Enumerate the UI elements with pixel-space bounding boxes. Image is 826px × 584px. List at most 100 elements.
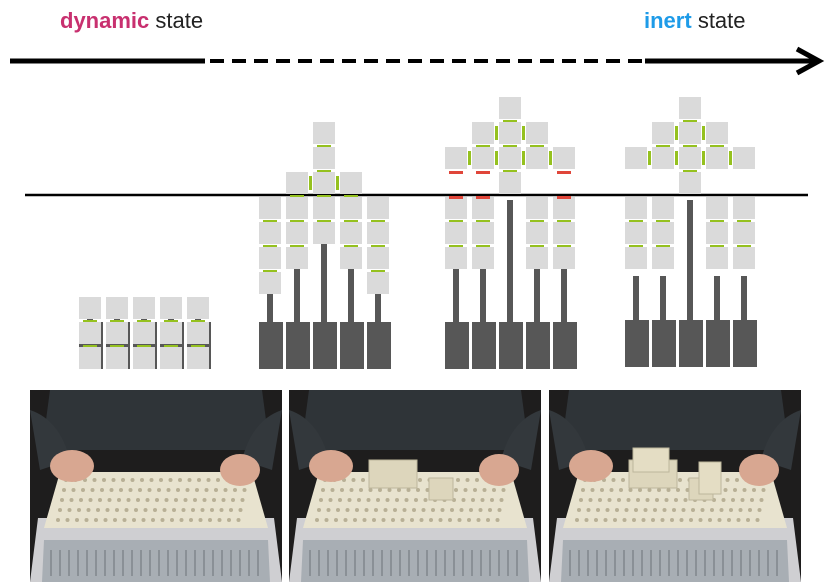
pin-top (176, 488, 180, 492)
grid-cell (187, 347, 209, 369)
pin-top (391, 518, 395, 522)
device-pin (596, 550, 598, 576)
device-pin (740, 550, 742, 576)
vertical-link (683, 145, 697, 147)
device-pin (86, 550, 88, 576)
grid-cell (313, 147, 335, 169)
actuator-block (553, 322, 577, 369)
photo-lifted-block (289, 390, 541, 582)
grid-cell (313, 122, 335, 144)
grid-cell (472, 147, 494, 169)
pin-top (212, 498, 216, 502)
grid-cell (133, 297, 155, 319)
pin-top (162, 508, 167, 512)
device-pin (68, 550, 70, 576)
pin-top (733, 488, 737, 492)
pin-top (584, 518, 589, 522)
pin-top (721, 498, 726, 502)
pin-top (197, 478, 201, 482)
photo-dynamic-flat (30, 390, 282, 582)
pin-top (596, 508, 600, 512)
pin-top (636, 498, 640, 502)
device-pin (167, 550, 169, 576)
grid-cell (526, 122, 548, 144)
horizontal-link (522, 151, 525, 165)
actuator-block (625, 320, 649, 367)
pin-top (145, 498, 150, 502)
pin-top (750, 498, 754, 502)
device-pin (390, 550, 392, 576)
pin-top (676, 488, 680, 492)
inert-keyword: inert (644, 8, 692, 33)
pin-top (65, 518, 70, 522)
vertical-link (164, 320, 178, 322)
pin-top (475, 478, 479, 482)
pin-top (710, 508, 714, 512)
pin-top (208, 518, 212, 522)
pin-top (122, 518, 127, 522)
pin-top (130, 478, 135, 482)
pin-top (385, 498, 390, 502)
dynamic-state-label: dynamic state (60, 8, 203, 34)
pin-top (653, 508, 657, 512)
grid-cell (445, 147, 467, 169)
pin-top (469, 508, 473, 512)
pin-top (698, 518, 703, 522)
pin-top (480, 498, 485, 502)
pin-top (670, 518, 674, 522)
actuator-block (472, 322, 496, 369)
grid-cell (286, 247, 308, 269)
grid-cell (133, 322, 155, 344)
pin-top (366, 498, 371, 502)
grid-cell (706, 122, 728, 144)
pin-top (615, 508, 619, 512)
pin-top (166, 488, 171, 492)
pin-top (588, 498, 593, 502)
pin-top (81, 488, 85, 492)
pin-top (200, 508, 205, 512)
broken-link (449, 196, 463, 199)
pin-top (115, 508, 119, 512)
pin-top (393, 508, 397, 512)
grid-cell (526, 147, 548, 169)
vertical-link (710, 220, 724, 222)
grid-cell (733, 147, 755, 169)
grid-cell (652, 222, 674, 244)
vertical-link (371, 270, 385, 272)
device-lower-shelf (561, 540, 789, 582)
pin-top (359, 488, 363, 492)
pin-top (353, 518, 357, 522)
device-pin (632, 550, 634, 576)
pin-top (94, 518, 98, 522)
actuator-block (445, 322, 469, 369)
vertical-link (476, 245, 490, 247)
horizontal-link (729, 151, 732, 165)
stage-4 (625, 97, 757, 367)
vertical-link (263, 270, 277, 272)
grid-cell (526, 247, 548, 269)
pin-top (457, 518, 462, 522)
pin-top (634, 508, 638, 512)
broken-link (449, 171, 463, 174)
left-hand (50, 450, 94, 482)
grid-cell (472, 197, 494, 219)
grid-cell (187, 322, 209, 344)
device-pin (480, 550, 482, 576)
broken-link (557, 171, 571, 174)
vertical-link (557, 220, 571, 222)
pin-top (459, 508, 464, 512)
grid-cell (445, 247, 467, 269)
pin-top (231, 498, 235, 502)
pin-top (761, 488, 766, 492)
pin-top (119, 488, 123, 492)
pin-top (691, 508, 695, 512)
device-pin (257, 550, 259, 576)
pin-top (486, 518, 490, 522)
pin-top (463, 488, 468, 492)
grid-cell (340, 247, 362, 269)
pin-top (113, 518, 117, 522)
grid-cell (259, 272, 281, 294)
pin-top (478, 508, 483, 512)
pin-top (586, 508, 591, 512)
pin-top (141, 518, 146, 522)
